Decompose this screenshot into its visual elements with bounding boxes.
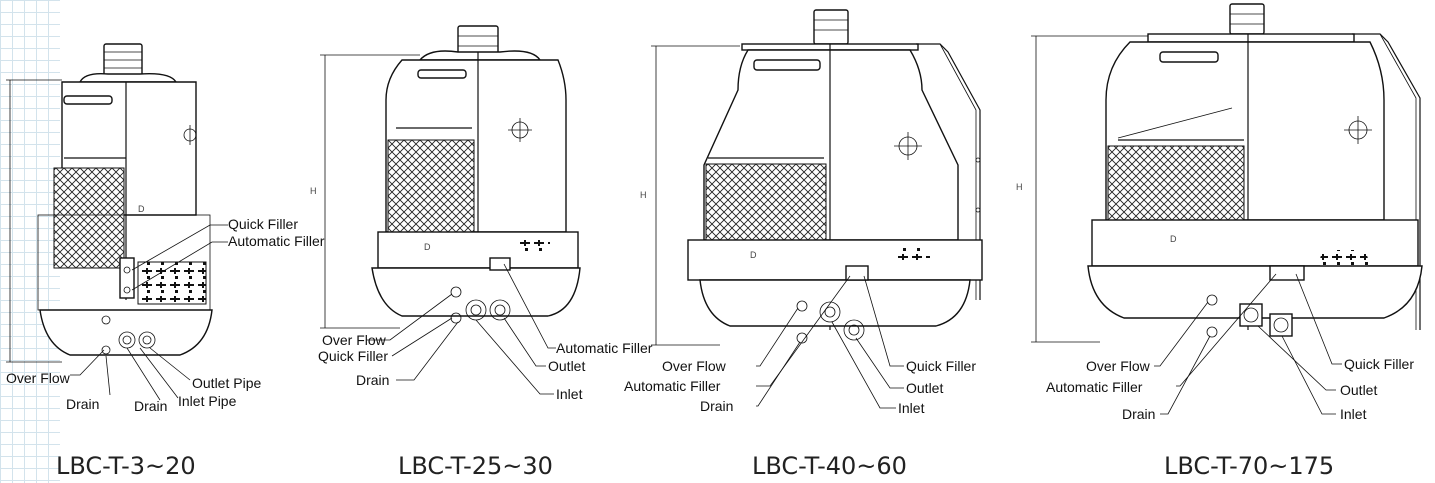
- cold-water-basin: [39, 309, 213, 356]
- label-inlet-pipe: Inlet Pipe: [178, 393, 237, 409]
- fill-media: [705, 163, 827, 241]
- label-quick-filler: Quick Filler: [1344, 356, 1414, 372]
- tower-model-1: D Quick Filler Automatic Filler Over Flo…: [6, 43, 325, 480]
- label-over-flow: Over Flow: [6, 370, 71, 386]
- tower-model-3: H D Over Flo: [624, 9, 983, 480]
- model-title: LBC-T-3~20: [56, 452, 196, 480]
- label-over-flow: Over Flow: [662, 358, 727, 374]
- label-outlet: Outlet: [548, 358, 585, 374]
- water-pattern: [137, 261, 207, 305]
- fill-media: [1107, 145, 1245, 221]
- water-pattern: [518, 238, 550, 254]
- label-over-flow: Over Flow: [322, 332, 387, 348]
- label-quick-filler: Quick Filler: [318, 348, 388, 364]
- cold-water-basin: [371, 267, 581, 317]
- dim-d-label: D: [138, 204, 145, 214]
- label-drain: Drain: [1122, 406, 1155, 422]
- cold-water-basin: [1087, 265, 1423, 319]
- fan-motor: [1229, 3, 1265, 35]
- label-quick-filler: Quick Filler: [228, 216, 298, 232]
- fan-motor: [103, 43, 143, 79]
- model-title: LBC-T-25~30: [398, 452, 553, 480]
- label-over-flow: Over Flow: [1086, 358, 1151, 374]
- tower-model-4: H D Over Flow Auto: [1016, 3, 1423, 480]
- label-automatic-filler: Automatic Filler: [556, 340, 653, 356]
- fill-media: [53, 167, 125, 269]
- label-inlet: Inlet: [556, 386, 583, 402]
- dim-h-label: H: [640, 190, 647, 200]
- label-drain: Drain: [356, 372, 389, 388]
- fan-motor: [813, 9, 849, 45]
- model-title: LBC-T-40~60: [752, 452, 907, 480]
- label-outlet: Outlet: [906, 380, 943, 396]
- label-inlet: Inlet: [898, 400, 925, 416]
- label-automatic-filler: Automatic Filler: [1046, 379, 1143, 395]
- label-quick-filler: Quick Filler: [906, 358, 976, 374]
- label-automatic-filler: Automatic Filler: [624, 378, 721, 394]
- label-outlet: Outlet: [1340, 382, 1377, 398]
- dim-d-label: D: [1170, 234, 1177, 244]
- tower-model-2: H D Over Flow Quick Fil: [310, 25, 653, 480]
- dim-h-label: H: [310, 186, 317, 196]
- label-outlet-pipe: Outlet Pipe: [192, 375, 261, 391]
- model-title: LBC-T-70~175: [1164, 452, 1334, 480]
- dim-d-label: D: [750, 250, 757, 260]
- label-drain: Drain: [134, 398, 167, 414]
- dim-h-label: H: [1016, 182, 1023, 192]
- dim-d-label: D: [424, 242, 431, 252]
- fill-media: [387, 139, 475, 233]
- label-automatic-filler: Automatic Filler: [228, 233, 325, 249]
- label-drain: Drain: [700, 398, 733, 414]
- water-pattern: [894, 246, 930, 262]
- label-inlet: Inlet: [1340, 406, 1367, 422]
- label-drain: Drain: [66, 396, 99, 412]
